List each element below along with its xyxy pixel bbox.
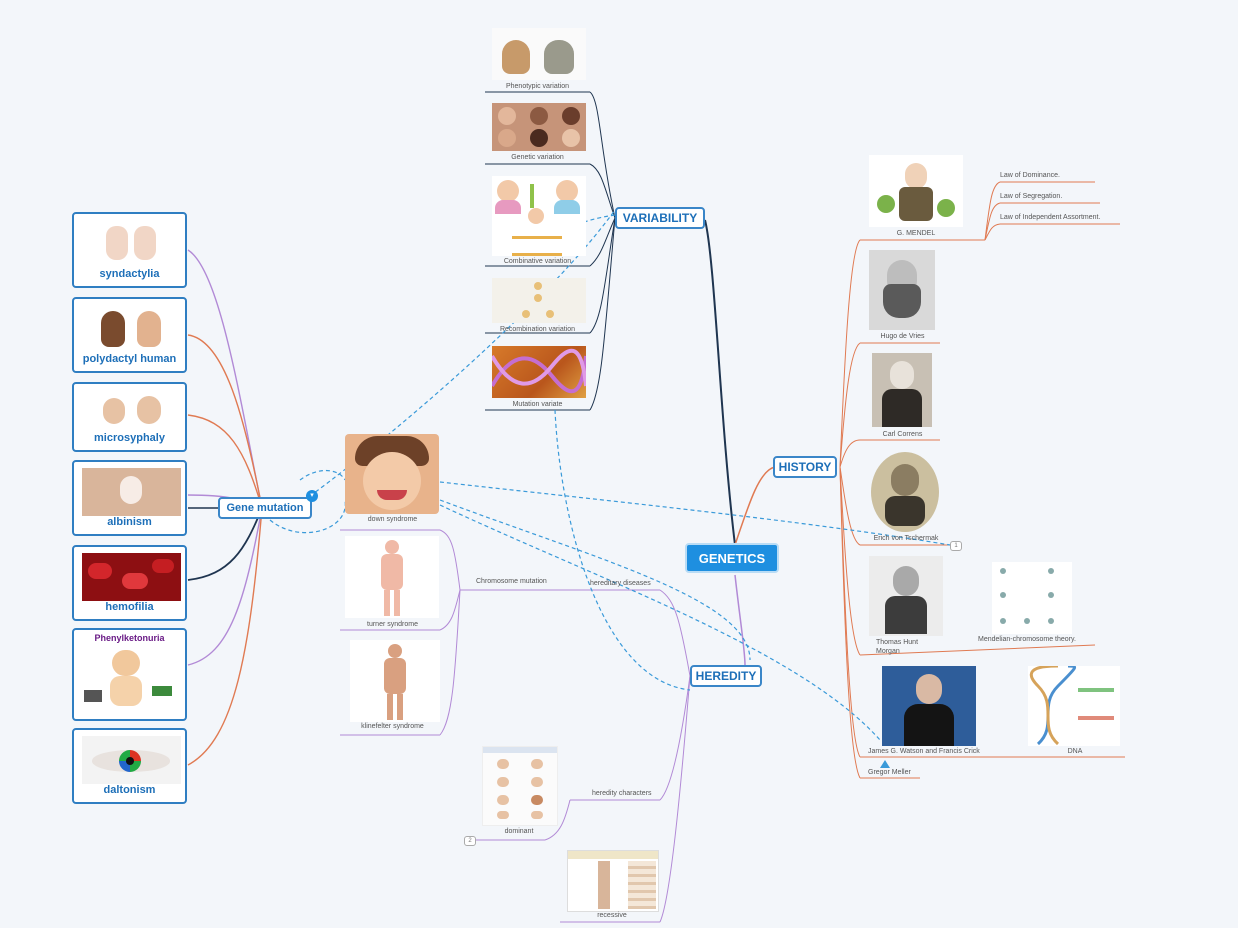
tschermak-label: Erich von Tschermak	[873, 535, 939, 542]
card-phenylketonuria[interactable]: Phenylketonuria	[72, 628, 187, 721]
branch-gene-mutation-label: Gene mutation	[226, 502, 304, 514]
mendel-image	[869, 155, 963, 227]
polydactyl-label: polydactyl human	[82, 353, 177, 365]
dominant-label: dominant	[504, 828, 534, 835]
law-independent-assortment: Law of Independent Assortment.	[1000, 214, 1101, 221]
correns-image	[872, 353, 932, 427]
daltonism-label: daltonism	[103, 784, 156, 796]
mutation-variation-label: Mutation variate	[512, 401, 563, 408]
combinative-variation-label: Combinative variation	[503, 258, 572, 265]
turner-syndrome-label: turner syndrome	[367, 621, 418, 628]
chromosome-mutation-label: Chromosome mutation	[476, 578, 547, 585]
branch-heredity-label: HEREDITY	[695, 669, 757, 683]
albinism-label: albinism	[107, 516, 152, 528]
microsyphaly-image	[99, 392, 164, 428]
link-genetics-heredity	[734, 574, 746, 666]
branch-variability[interactable]: VARIABILITY	[615, 207, 705, 229]
dna-image	[1028, 666, 1120, 746]
watson-crick-image	[882, 666, 976, 746]
collapse-toggle-icon[interactable]: ▾	[306, 490, 318, 502]
hereditary-diseases-label: hereditary diseases	[590, 580, 651, 587]
phenotypic-variation-label: Phenotypic variation	[505, 83, 570, 90]
link-genetics-variability	[704, 219, 736, 546]
branch-heredity[interactable]: HEREDITY	[690, 665, 762, 687]
card-albinism[interactable]: albinism	[72, 460, 187, 536]
dna-label: DNA	[1067, 748, 1083, 755]
phenotypic-variation-image	[492, 28, 586, 80]
turner-syndrome-image	[345, 536, 439, 618]
albinism-image	[82, 468, 181, 516]
collapse-count-badge[interactable]: 2	[464, 836, 476, 846]
card-hemofilia[interactable]: hemofilia	[72, 545, 187, 621]
branch-history[interactable]: HISTORY	[773, 456, 837, 478]
heredity-characters-label: heredity characters	[592, 790, 652, 797]
recessive-image	[567, 850, 659, 912]
central-topic-label: GENETICS	[698, 550, 766, 566]
down-syndrome-label: down syndrome	[367, 516, 418, 523]
branch-variability-label: VARIABILITY	[622, 211, 698, 225]
card-syndactylia[interactable]: syndactylia	[72, 212, 187, 288]
mendelian-theory-image	[992, 562, 1072, 634]
watson-crick-label: James G. Watson and Francis Crick	[868, 748, 980, 755]
mendel-label: G. MENDEL	[896, 230, 936, 237]
devries-image	[869, 250, 935, 330]
link-genetics-history	[734, 466, 776, 546]
correns-label: Carl Correns	[882, 431, 923, 438]
phenylketonuria-title: Phenylketonuria	[94, 633, 165, 643]
daltonism-image	[82, 736, 181, 784]
card-polydactyl-human[interactable]: polydactyl human	[72, 297, 187, 373]
combinative-variation-image	[492, 176, 586, 256]
syndactylia-label: syndactylia	[99, 268, 160, 280]
genetic-variation-label: Genetic variation	[511, 154, 564, 161]
branch-gene-mutation[interactable]: Gene mutation	[218, 497, 312, 519]
collapse-count-badge[interactable]: 1	[950, 541, 962, 551]
card-microsyphaly[interactable]: microsyphaly	[72, 382, 187, 452]
central-topic[interactable]: GENETICS	[685, 543, 779, 573]
tschermak-image	[871, 452, 939, 532]
recombination-variation-label: Recombination variation	[499, 326, 576, 333]
genetic-variation-image	[492, 103, 586, 151]
meller-label: Gregor Meller	[868, 769, 911, 776]
microsyphaly-label: microsyphaly	[94, 432, 165, 444]
morgan-image	[869, 556, 943, 636]
law-dominance: Law of Dominance.	[1000, 172, 1060, 179]
mendelian-theory-label: Mendelian-chromosome theory.	[978, 636, 1076, 643]
hemofilia-label: hemofilia	[105, 601, 154, 613]
branch-history-label: HISTORY	[778, 460, 832, 474]
syndactylia-image	[104, 222, 159, 262]
polydactyl-image	[99, 305, 164, 349]
recessive-label: recessive	[597, 912, 627, 919]
phenylketonuria-image	[82, 646, 181, 716]
card-daltonism[interactable]: daltonism	[72, 728, 187, 804]
klinefelter-syndrome-label: klinefelter syndrome	[361, 723, 424, 730]
hemofilia-image	[82, 553, 181, 601]
klinefelter-syndrome-image	[350, 640, 440, 722]
mutation-variation-image	[492, 346, 586, 398]
devries-label: Hugo de Vries	[880, 333, 925, 340]
morgan-label: Thomas Hunt Morgan	[876, 639, 919, 655]
law-segregation: Law of Segregation.	[1000, 193, 1063, 200]
recombination-variation-image	[492, 278, 586, 323]
dominant-image	[482, 746, 558, 826]
down-syndrome-image	[345, 434, 439, 514]
